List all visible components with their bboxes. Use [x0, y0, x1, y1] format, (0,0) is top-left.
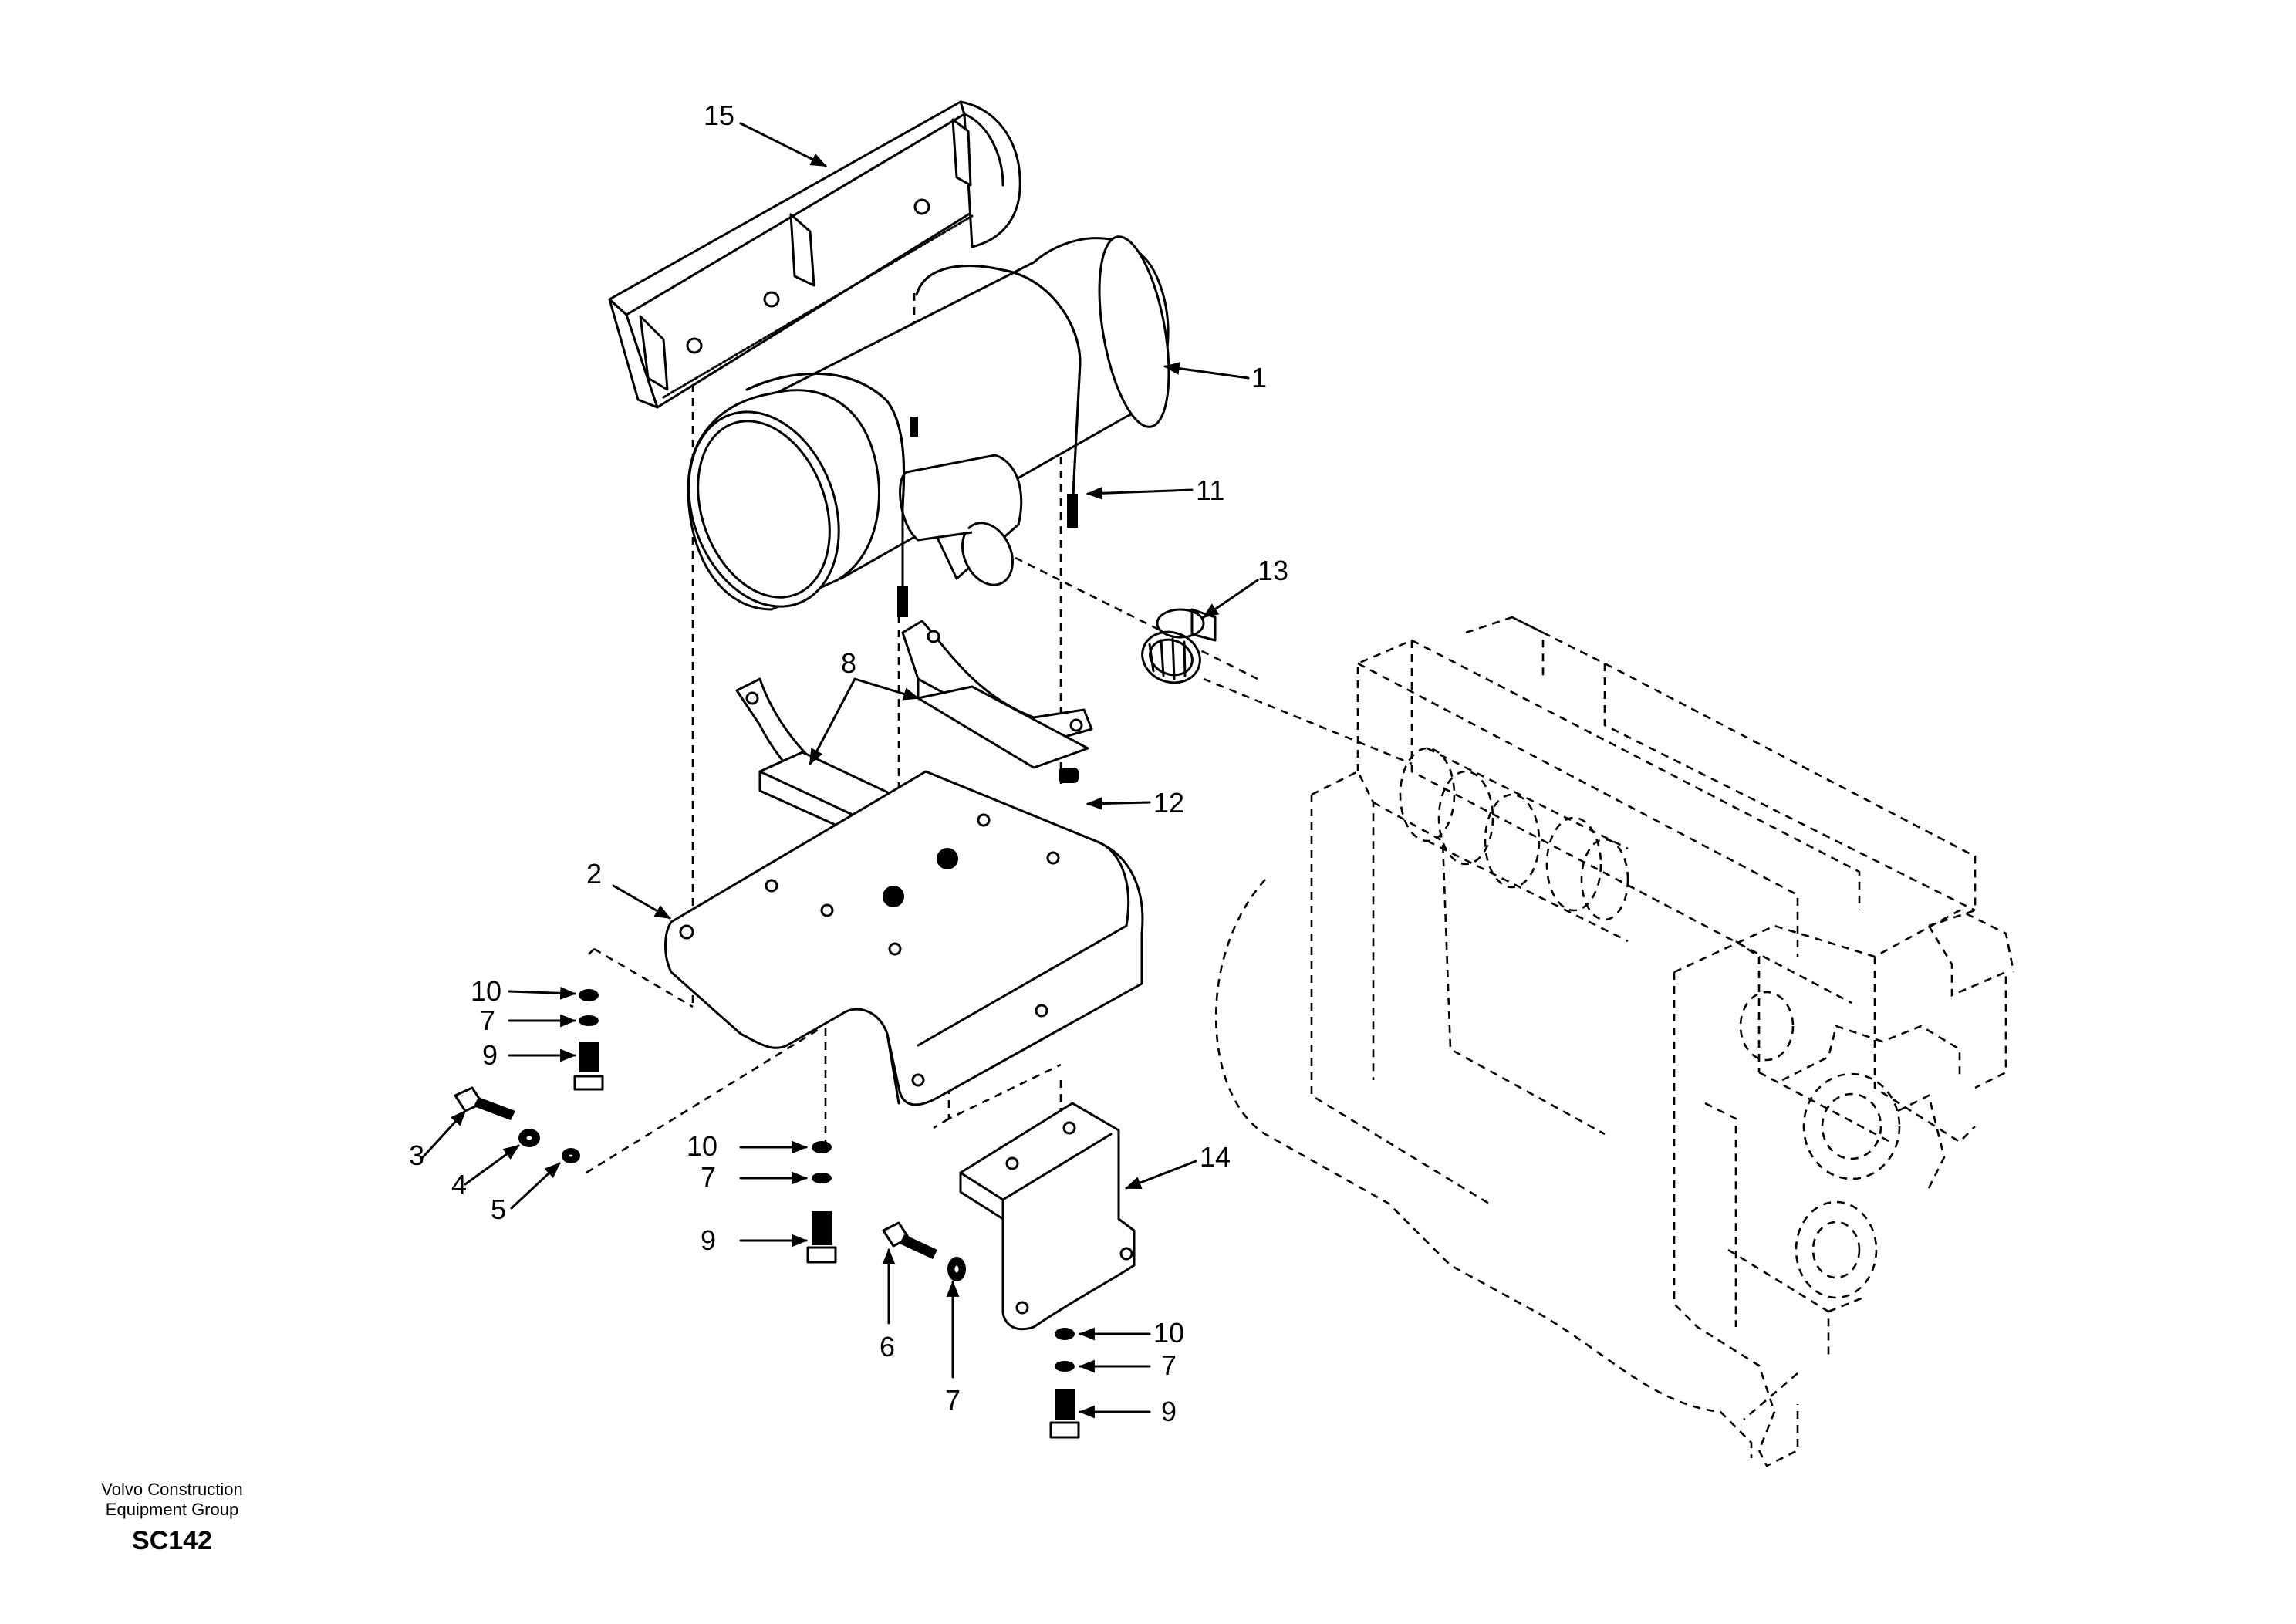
- footer-diagram-code: SC142: [132, 1526, 212, 1555]
- callout-10-left: 10: [471, 975, 501, 1007]
- fasteners: [454, 989, 1080, 1439]
- callout-14: 14: [1200, 1141, 1231, 1173]
- callout-10-middle: 10: [687, 1130, 718, 1162]
- footer-company-line1: Volvo Construction: [101, 1480, 243, 1499]
- part-11-u-bolts: [745, 265, 1082, 617]
- part-14-support-bracket: [959, 1102, 1136, 1330]
- callout-9-middle: 9: [701, 1224, 716, 1256]
- callout-5: 5: [491, 1194, 506, 1225]
- callout-13: 13: [1258, 555, 1288, 586]
- callout-7-lower: 7: [945, 1384, 961, 1416]
- part-2-mounting-plate: [664, 770, 1144, 1106]
- callout-labels: 15 1 11 13 8 12 2 10 7 9 3 4 5 10 7 9 14…: [409, 100, 1288, 1427]
- callout-3: 3: [409, 1140, 424, 1171]
- callout-4: 4: [451, 1169, 467, 1200]
- callout-11: 11: [1196, 474, 1224, 506]
- engine-outline: [1214, 616, 2015, 1467]
- part-15-heat-shield: [608, 100, 1021, 409]
- callout-10-right: 10: [1153, 1317, 1184, 1349]
- callout-9-left: 9: [482, 1039, 498, 1071]
- callout-15: 15: [704, 100, 734, 131]
- callout-7-left: 7: [480, 1004, 495, 1036]
- part-13-clamp: [1141, 608, 1217, 684]
- callout-7-right: 7: [1161, 1349, 1177, 1381]
- leader-lines: [421, 122, 1259, 1419]
- callout-2: 2: [586, 858, 602, 890]
- callout-7-middle: 7: [701, 1161, 716, 1193]
- footer-company-line2: Equipment Group: [105, 1500, 239, 1519]
- callout-9-right: 9: [1161, 1396, 1177, 1427]
- callout-12: 12: [1153, 787, 1184, 819]
- callout-8: 8: [841, 647, 856, 679]
- callout-1: 1: [1251, 362, 1267, 393]
- callout-6: 6: [880, 1331, 895, 1362]
